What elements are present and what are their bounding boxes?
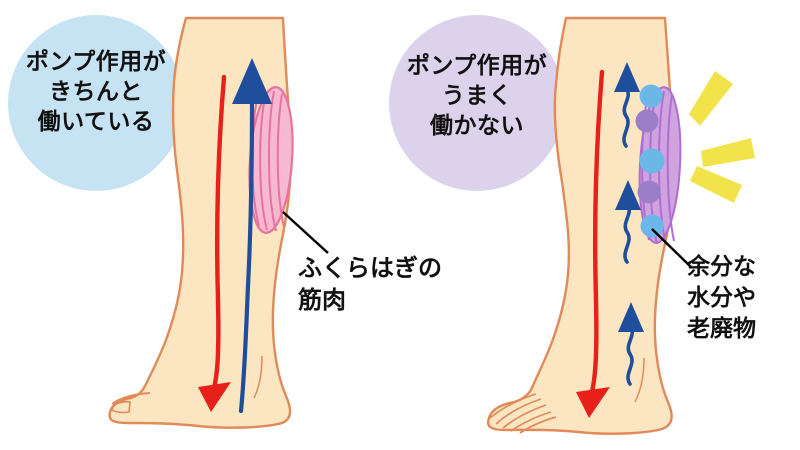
left-panel-group: [8, 15, 329, 429]
vein-right: [622, 88, 634, 386]
swelling-mark-3: [690, 166, 742, 203]
fluid-bubble-1: [639, 84, 663, 108]
artery-right: [576, 69, 610, 418]
fluid-bubble-3: [639, 148, 665, 174]
swelling-marks-right: [689, 71, 755, 203]
artery-left: [198, 74, 231, 412]
fluid-bubble-5: [640, 214, 664, 238]
bubble-right-circle: [389, 15, 565, 191]
swelling-mark-1: [689, 71, 733, 126]
toe-crease-left: [111, 392, 151, 405]
swelling-mark-2: [701, 138, 755, 167]
right-panel-group: [389, 15, 755, 435]
ankle-crease-right: [634, 357, 645, 403]
callout-muscle-leader: [282, 211, 329, 254]
vein-left: [232, 58, 272, 414]
vein-right-arrowheads: [614, 62, 644, 332]
bubble-left-circle: [8, 15, 184, 191]
fluid-bubbles-right: [635, 84, 665, 238]
fluid-bubble-4: [637, 180, 661, 204]
toe-nail-left: [111, 400, 131, 414]
fluid-bubble-2: [635, 109, 659, 133]
callout-waste-leader: [651, 228, 693, 269]
toes-right: [489, 393, 557, 434]
ankle-crease-left: [253, 355, 263, 399]
